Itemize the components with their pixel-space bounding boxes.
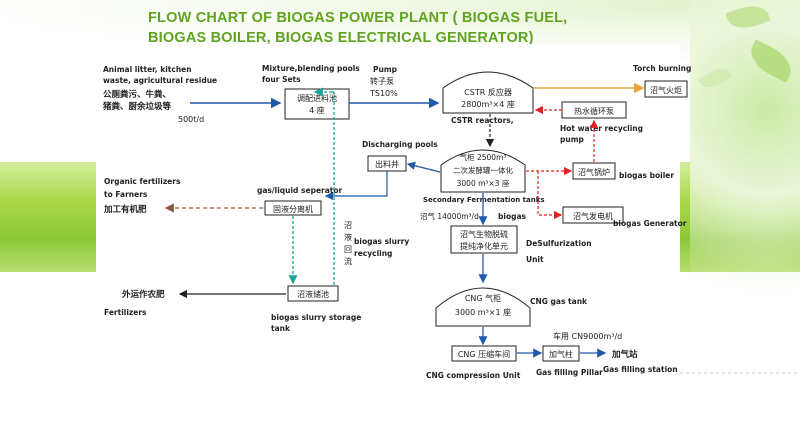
feed-label-cn-1: 公厕粪污、牛粪、 — [103, 89, 171, 100]
vehicle-flow-cn: 车用 CN9000m³/d — [553, 331, 622, 341]
pillar-label-en: Gas filling Pillar — [536, 368, 603, 377]
pump-label-en: Pump — [373, 65, 398, 74]
slurry-vert-1: 沼 — [344, 221, 352, 230]
separator-box-text: 固液分离机 — [273, 204, 313, 214]
feed-label-cn-2: 猪粪、厨余垃圾等 — [102, 101, 172, 112]
boiler-box-text: 沼气锅炉 — [578, 167, 610, 177]
biogas-generator-box — [562, 206, 624, 224]
slurry-vert-2: 液 — [344, 232, 352, 242]
biogas-flow-cn: 沼气 14000m³/d — [420, 211, 479, 221]
cstr-label-en: CSTR reactors, — [451, 116, 514, 125]
secondary-box-line-1: 气柜 2500m³ — [460, 152, 507, 162]
page-title: FLOW CHART OF BIOGAS POWER PLANT ( BIOGA… — [148, 8, 708, 48]
gas-filling-pillar-box — [542, 345, 580, 362]
hot-water-box-text: 热水循环泵 — [574, 106, 614, 116]
station-label-cn: 加气站 — [611, 349, 638, 360]
cstr-box-line-2: 2800m³×4 座 — [461, 99, 515, 109]
slurry-label-en-2: recycling — [354, 249, 392, 258]
pump-label-ts: TS10% — [369, 89, 398, 98]
mix-box-line-2: 4 座 — [309, 105, 325, 115]
biogas-flow-en: biogas — [498, 212, 527, 221]
slurry-vert-4: 流 — [344, 256, 352, 266]
desulf-box-line-2: 提纯净化单元 — [460, 241, 508, 251]
compress-box-text: CNG 压缩车间 — [458, 349, 510, 359]
cng-gas-tank — [435, 287, 531, 327]
fertilizer-label-cn: 外运作农肥 — [121, 289, 165, 300]
hot-water-label-en-1: Hot water recycling — [560, 124, 643, 133]
mix-label-en-1: Mixture,blending pools — [262, 64, 360, 73]
fertilizer-label-en: Fertilizers — [104, 308, 147, 317]
cstr-reactor-tank — [442, 71, 534, 114]
organic-label-cn: 加工有机肥 — [103, 204, 147, 215]
secondary-box-line-2: 二次发酵罐一体化 — [453, 165, 513, 175]
generator-box-text: 沼气发电机 — [573, 211, 613, 221]
cng-box-line-1: CNG 气柜 — [465, 293, 501, 303]
storage-box-text: 沼液储池 — [297, 289, 329, 299]
secondary-box-line-3: 3000 m³×3 座 — [457, 178, 510, 188]
feed-label-en-1: Animal litter, kitchen — [103, 65, 192, 74]
decorative-dashed-line — [680, 372, 800, 374]
cng-label-en: CNG gas tank — [530, 297, 588, 306]
discharge-label-en: Discharging pools — [362, 140, 438, 149]
organic-label-en-2: to Farners — [104, 190, 148, 199]
discharge-box-text: 出料井 — [375, 159, 399, 169]
torch-label-en: Torch burning — [633, 64, 691, 73]
cstr-box-line-1: CSTR 反应器 — [464, 87, 512, 97]
mix-box-line-1: 调配进料池 — [297, 93, 337, 103]
torch-box-text: 沼气火炬 — [650, 85, 682, 95]
storage-label-en-2: tank — [271, 324, 291, 333]
cng-box-line-2: 3000 m³×1 座 — [455, 307, 511, 317]
biogas-boiler-box — [572, 162, 616, 180]
cng-compression-box — [451, 345, 517, 362]
pump-label-cn: 转子泵 — [370, 76, 394, 86]
organic-label-en-1: Organic fertilizers — [104, 177, 181, 186]
feed-rate: 500t/d — [178, 115, 204, 124]
boiler-label-en: biogas boiler — [619, 171, 674, 180]
compress-label-en: CNG compression Unit — [426, 371, 521, 380]
title-line-1: FLOW CHART OF BIOGAS POWER PLANT ( BIOGA… — [148, 10, 568, 26]
feed-label-en-2: waste, agricultural residue — [103, 76, 217, 85]
torch-box — [644, 80, 688, 98]
slurry-vert-3: 回 — [344, 245, 352, 254]
secondary-fermentation-tank — [440, 149, 526, 193]
hot-water-label-en-2: pump — [560, 135, 585, 144]
generator-label-en: biogas Generator — [613, 219, 687, 228]
desulf-label-en-1: DeSulfurization — [526, 239, 592, 248]
secondary-label-en: Secondary Fermentation tanks — [423, 196, 545, 204]
arrow-secondary-to-discharge — [406, 161, 441, 173]
arrow-discharge-to-separator — [324, 171, 388, 201]
pillar-box-text: 加气柱 — [549, 349, 573, 359]
desulfurization-box — [450, 225, 518, 254]
separator-box — [264, 200, 322, 216]
desulf-box-line-1: 沼气生物脱硫 — [460, 229, 508, 239]
storage-label-en-1: biogas slurry storage — [271, 313, 361, 322]
arrow-secondary-to-generator — [537, 171, 563, 220]
station-label-en: Gas filling station — [603, 365, 678, 374]
title-line-2: BIOGAS BOILER, BIOGAS ELECTRICAL GENERAT… — [148, 30, 534, 46]
slurry-label-en-1: biogas slurry — [354, 237, 409, 246]
desulf-label-en-2: Unit — [526, 255, 544, 264]
separator-label-en: gas/liquid seperator — [257, 186, 343, 195]
slurry-storage-box — [287, 285, 339, 302]
mix-label-en-2: four Sets — [262, 75, 301, 84]
